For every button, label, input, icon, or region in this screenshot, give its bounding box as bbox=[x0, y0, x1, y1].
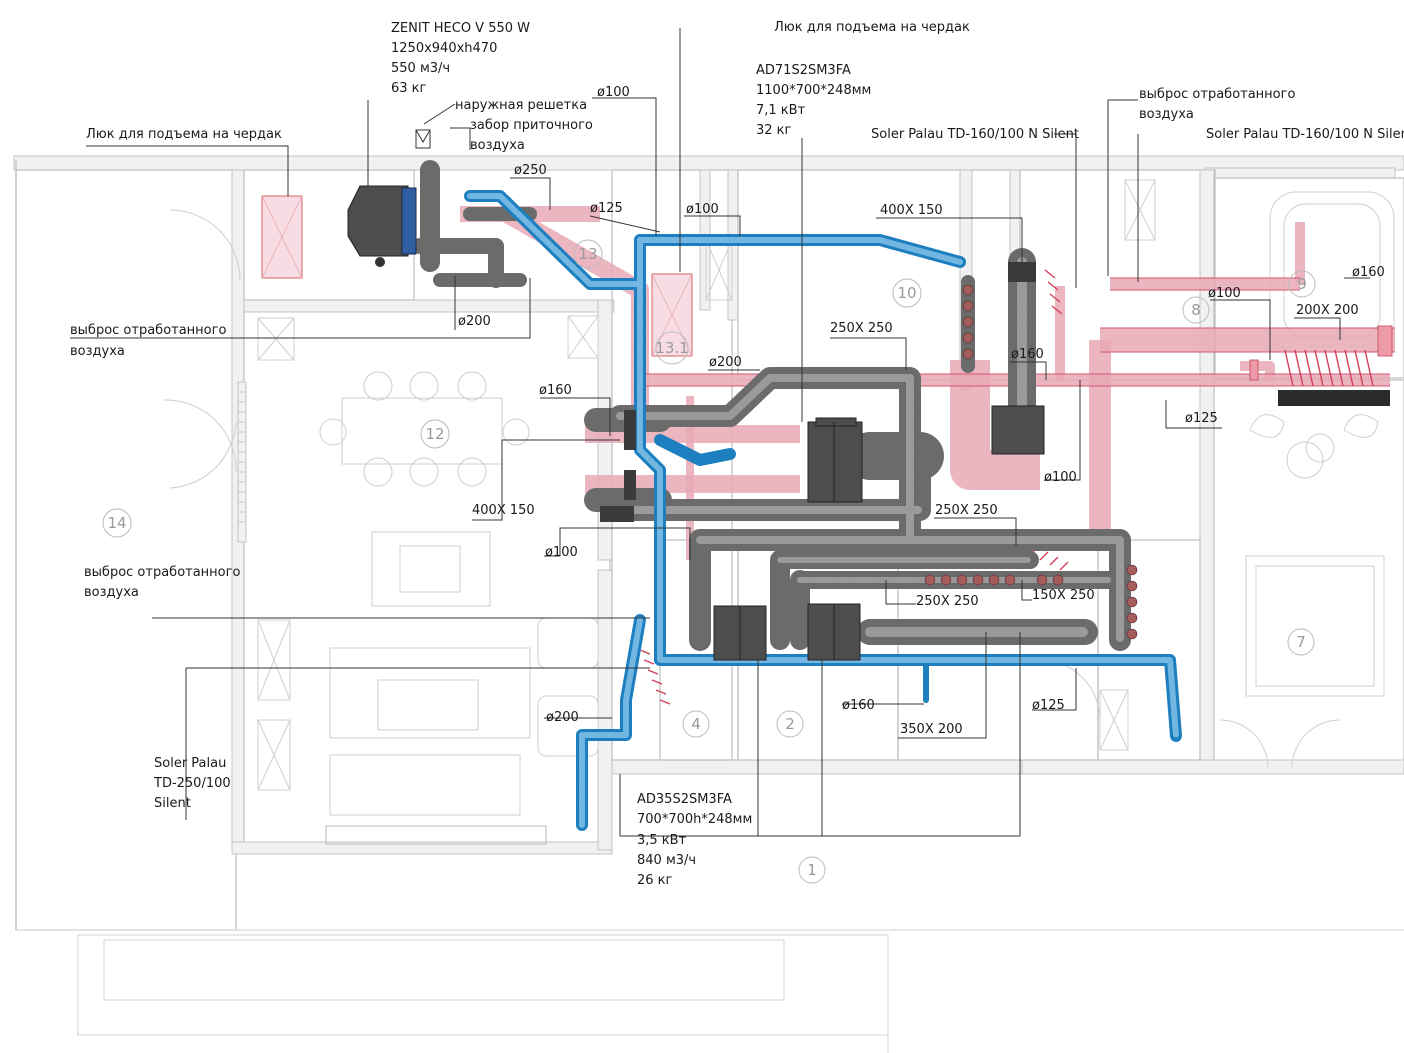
duct-d200-label-b: ø200 bbox=[709, 355, 742, 370]
duct-400x150-label-top: 400Х 150 bbox=[880, 203, 943, 218]
ad71-power-label: 7,1 кВт bbox=[756, 103, 806, 118]
outdoor-grille-label: наружная решетка bbox=[455, 98, 587, 113]
duct-d160-label-low: ø160 bbox=[842, 698, 875, 713]
duct-d250-label: ø250 bbox=[514, 163, 547, 178]
exhaust-label-left-line2: воздуха bbox=[70, 344, 125, 359]
duct-d200-label-a: ø200 bbox=[458, 314, 491, 329]
exhaust-label-left-line1: выброс отработанного bbox=[70, 323, 226, 338]
duct-400x150-label-mid: 400Х 150 bbox=[472, 503, 535, 518]
zenit-flow-label: 550 м3/ч bbox=[391, 61, 450, 76]
leader-lines bbox=[70, 28, 1370, 837]
duct-d100-label-c: ø100 bbox=[1208, 286, 1241, 301]
duct-d125-label-a: ø125 bbox=[590, 201, 623, 216]
room-number-13: 13 bbox=[578, 245, 597, 263]
duct-d100-label-b: ø100 bbox=[686, 202, 719, 217]
duct-d100-label-e: ø100 bbox=[545, 545, 578, 560]
soler-fan-label-mid: Soler Palau TD-160/100 N Silent bbox=[871, 127, 1079, 142]
duct-250x250-label-mid: 250Х 250 bbox=[935, 503, 998, 518]
room-number-2: 2 bbox=[785, 715, 795, 733]
duct-d160-label-right: ø160 bbox=[1352, 265, 1385, 280]
room-number-8: 8 bbox=[1191, 301, 1201, 319]
room-numbers: 1 2 4 7 8 9 10 12 13 13.1 14 bbox=[102, 239, 1316, 884]
exhaust-label-right-line1: выброс отработанного bbox=[1139, 87, 1295, 102]
attic-hatch-label-left: Люк для подъема на чердак bbox=[86, 127, 282, 142]
duct-250x250-label-top: 250Х 250 bbox=[830, 321, 893, 336]
ad71-size-label: 1100*700*248мм bbox=[756, 83, 871, 98]
soler-fan-label-low-line2: TD-250/100 bbox=[153, 776, 231, 791]
duct-250x250-label-low: 250Х 250 bbox=[916, 594, 979, 609]
ad71-mass-label: 32 кг bbox=[756, 123, 792, 138]
ad35-size-label: 700*700h*248мм bbox=[637, 812, 752, 827]
duct-d100-label-d: ø100 bbox=[1044, 470, 1077, 485]
ad35-flow-label: 840 м3/ч bbox=[637, 853, 696, 868]
soler-fan-label-low-line3: Silent bbox=[154, 796, 191, 811]
exhaust-label-mid-line2: воздуха bbox=[84, 585, 139, 600]
room-number-1: 1 bbox=[807, 861, 817, 879]
zenit-model-label: ZENIT HECO V 550 W bbox=[391, 21, 530, 36]
ad35-model-label: AD35S2SM3FA bbox=[637, 792, 732, 807]
duct-d125-label-b: ø125 bbox=[1185, 411, 1218, 426]
room-number-4: 4 bbox=[691, 715, 701, 733]
ad35-power-label: 3,5 кВт bbox=[637, 833, 687, 848]
ad35-mass-label: 26 кг bbox=[637, 873, 673, 888]
room-number-14: 14 bbox=[107, 514, 126, 532]
insulated-ducts bbox=[412, 160, 1138, 651]
annotations: ZENIT HECO V 550 W 1250х940хh470 550 м3/… bbox=[70, 20, 1404, 888]
ad71-unit bbox=[807, 417, 863, 503]
duct-350x200-label: 350Х 200 bbox=[900, 722, 963, 737]
equipment-units bbox=[347, 129, 1045, 661]
ad71-model-label: AD71S2SM3FA bbox=[756, 63, 851, 78]
duct-d125-label-c: ø125 bbox=[1032, 698, 1065, 713]
intake-label-line1: забор приточного bbox=[470, 118, 593, 133]
room-number-9: 9 bbox=[1297, 275, 1307, 293]
duct-d160-label-mid: ø160 bbox=[1011, 347, 1044, 362]
duct-200x200-label: 200Х 200 bbox=[1296, 303, 1359, 318]
ad35-unit-1 bbox=[713, 605, 767, 661]
supply-ducts bbox=[464, 190, 1182, 831]
room-number-10: 10 bbox=[897, 284, 916, 302]
zenit-mass-label: 63 кг bbox=[391, 81, 427, 96]
zenit-unit bbox=[347, 185, 417, 267]
soler-fan-label-low-line1: Soler Palau bbox=[154, 756, 226, 771]
duct-d100-label-a: ø100 bbox=[597, 85, 630, 100]
duct-d200-label-c: ø200 bbox=[546, 710, 579, 725]
duct-d160-label-left: ø160 bbox=[539, 383, 572, 398]
soler-fan-label-right: Soler Palau TD-160/100 N Silent bbox=[1206, 127, 1404, 142]
room-number-7: 7 bbox=[1296, 633, 1306, 651]
intake-label-line2: воздуха bbox=[470, 138, 525, 153]
room-number-12: 12 bbox=[425, 425, 444, 443]
attic-hatch-label-top: Люк для подъема на чердак bbox=[774, 20, 970, 35]
furniture bbox=[163, 191, 1395, 845]
ad35-unit-2 bbox=[807, 603, 861, 661]
room-number-13-1: 13.1 bbox=[655, 339, 688, 357]
exhaust-label-mid-line1: выброс отработанного bbox=[84, 565, 240, 580]
zenit-size-label: 1250х940хh470 bbox=[391, 41, 497, 56]
exhaust-label-right-line2: воздуха bbox=[1139, 107, 1194, 122]
soler-fan-box bbox=[991, 262, 1045, 455]
attic-hatches bbox=[261, 195, 693, 357]
duct-150x250-label: 150Х 250 bbox=[1032, 588, 1095, 603]
